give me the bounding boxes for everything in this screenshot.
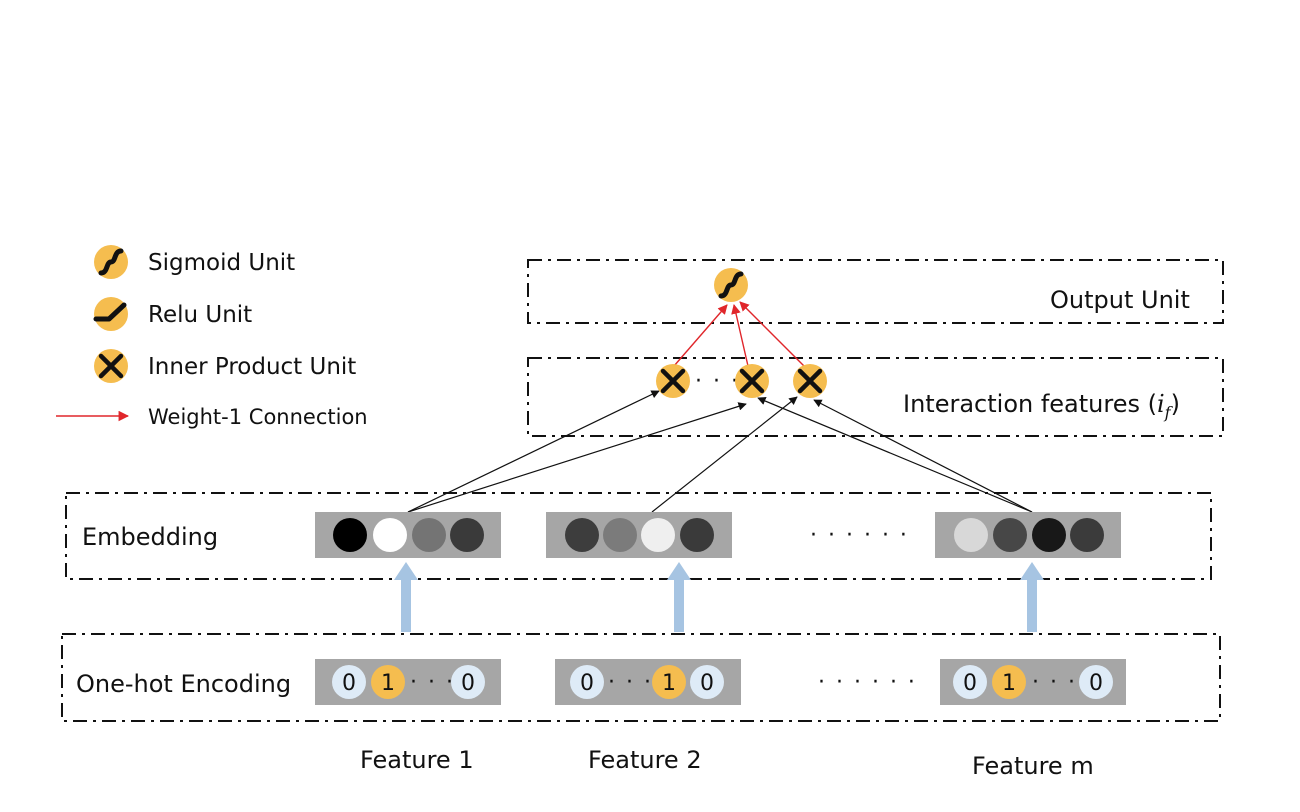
embedding-vector-feature-2 [546,512,732,558]
embedding-ellipsis: · · · · · · [810,523,909,548]
layer-boxes [61,259,1224,722]
onehot-vector-feature-m: 0 1 · · · 0 [940,659,1126,705]
legend-sigmoid: Sigmoid Unit [94,245,295,279]
legend-relu: Relu Unit [93,297,252,331]
sigmoid-curve [98,248,124,276]
svg-text:0: 0 [342,671,356,696]
svg-text:0: 0 [461,671,475,696]
svg-text:· · ·: · · · [410,670,455,695]
embedding-layer-box [65,492,1212,580]
embedding-vector-feature-m [935,512,1121,558]
feature-label-1: Feature 1 [360,746,474,774]
inner-product-unit-3 [793,364,827,398]
embedding-vector-feature-1 [315,512,501,558]
svg-text:1: 1 [381,671,395,696]
legend-relu-label: Relu Unit [148,302,252,328]
relu-curve [93,302,127,322]
inner-product-unit-1 [656,364,690,398]
onehot-ellipsis: · · · · · · [818,670,917,695]
output-layer-box [527,259,1224,324]
inner-product-units: · · · [656,364,827,398]
onehot-vector-feature-1: 0 1 · · · 0 [315,659,501,705]
svg-text:1: 1 [1002,671,1016,696]
legend: Sigmoid Unit Relu Unit Inner Product Uni… [56,245,368,429]
input-arrow-feature-m [1020,562,1044,632]
interaction-ellipsis: · · · [695,369,740,394]
onehot-layer-label: One-hot Encoding [76,670,291,698]
weight-1-connections [673,301,807,369]
cross-mark [98,353,124,379]
legend-sigmoid-label: Sigmoid Unit [148,250,295,276]
svg-text:0: 0 [700,671,714,696]
output-layer-label: Output Unit [1050,286,1190,314]
interaction-layer-box [527,357,1224,437]
legend-inner-product: Inner Product Unit [94,349,356,383]
output-sigmoid-unit [714,268,748,302]
svg-text:0: 0 [1089,671,1103,696]
embedding-to-interaction-connections [407,390,1033,513]
svg-text:· · ·: · · · [1032,670,1077,695]
legend-inner-product-label: Inner Product Unit [148,354,356,380]
onehot-to-embedding-arrows [394,562,1044,632]
onehot-vector-feature-2: 0 · · · 1 0 [555,659,741,705]
svg-text:0: 0 [580,671,594,696]
input-arrow-feature-2 [667,562,691,632]
legend-weight-connection-label: Weight-1 Connection [148,405,368,429]
embedding-layer-label: Embedding [82,523,218,551]
legend-weight-connection: Weight-1 Connection [56,405,368,429]
inner-product-unit-2 [735,364,769,398]
onehot-layer-box [61,633,1221,722]
svg-text:· · ·: · · · [608,670,653,695]
input-arrow-feature-1 [394,562,418,632]
feature-label-2: Feature 2 [588,746,702,774]
feature-label-m: Feature m [972,752,1094,780]
svg-text:1: 1 [662,671,676,696]
interaction-layer-label: Interaction features (if) [903,390,1180,422]
svg-text:0: 0 [963,671,977,696]
